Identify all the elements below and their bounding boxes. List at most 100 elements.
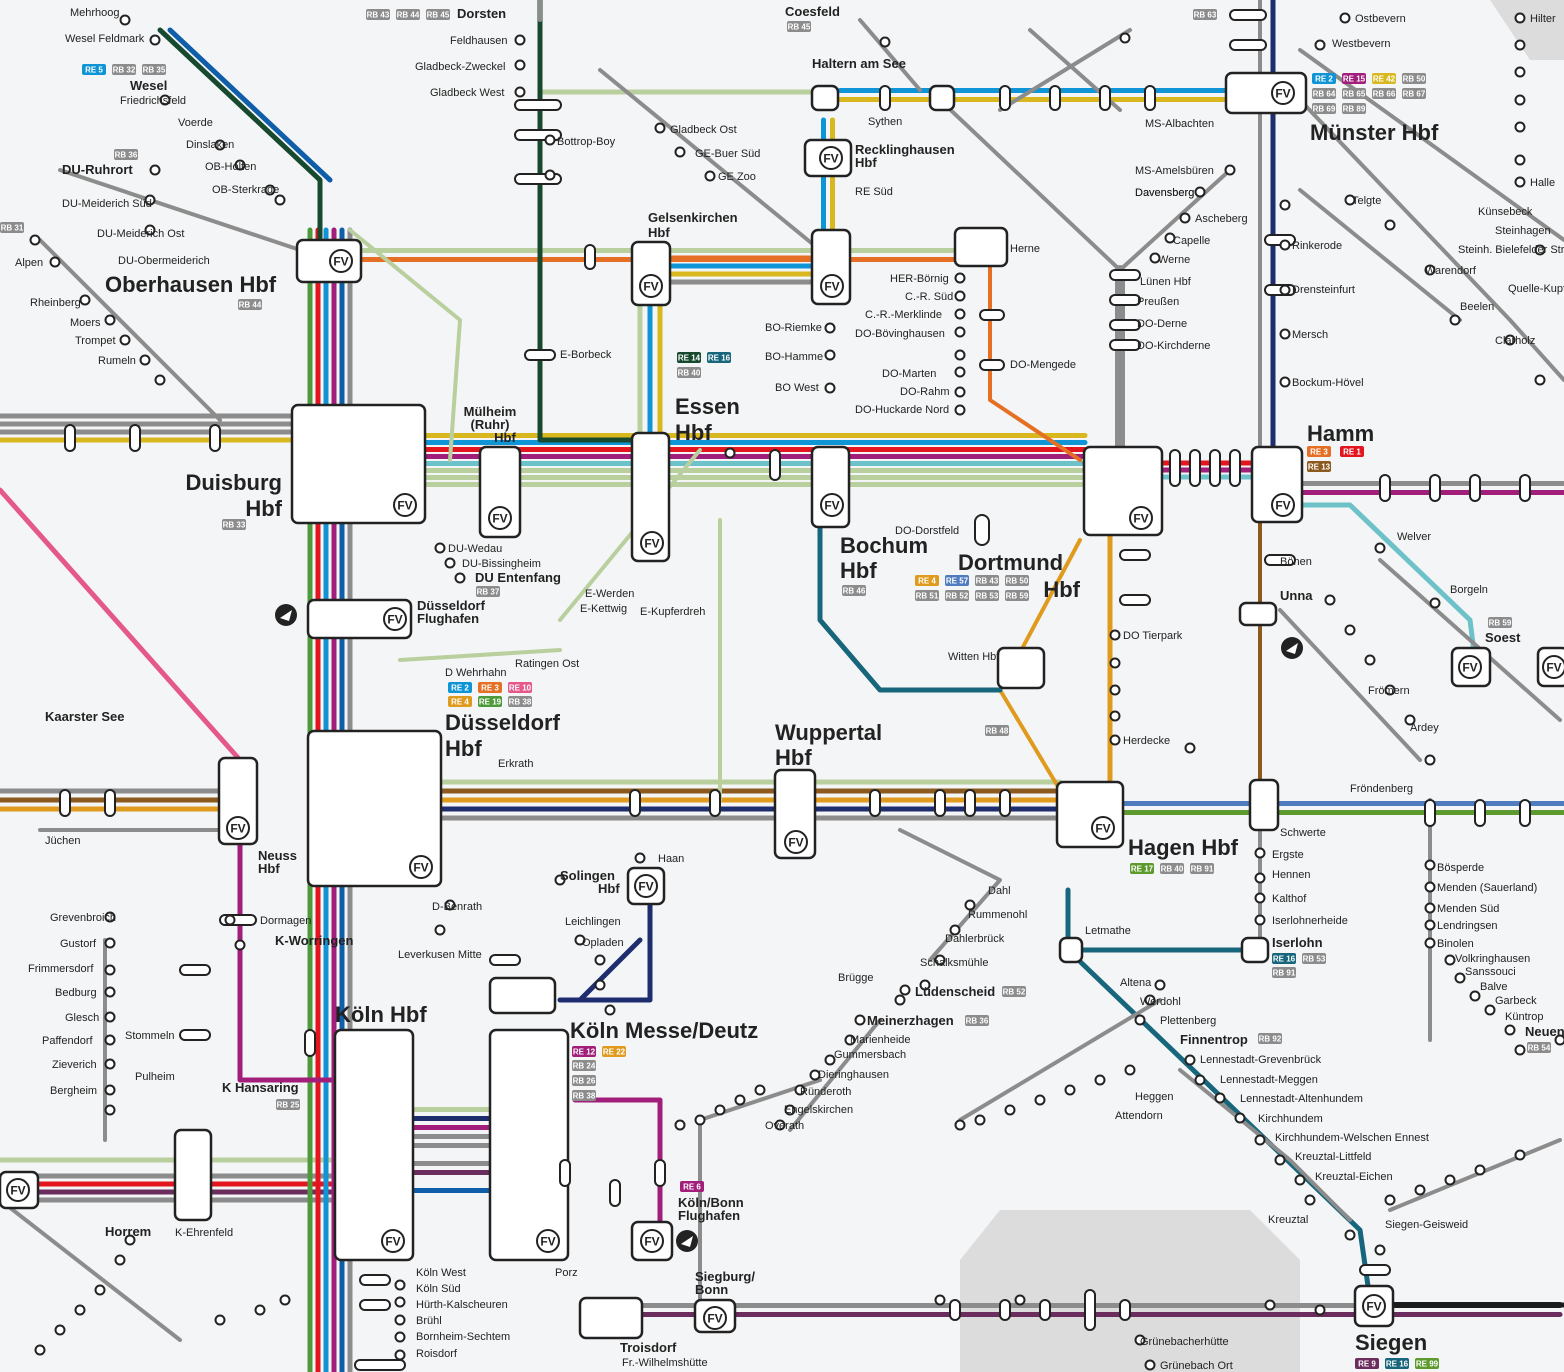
- station-label: Steinh. Bielefelder Str.: [1458, 244, 1564, 256]
- station-label: Feldhausen: [450, 35, 508, 47]
- fv-icon: [381, 1229, 405, 1253]
- station-dot: [934, 954, 946, 966]
- station-label: Ostbevern: [1355, 13, 1406, 25]
- station-label: Erkrath: [498, 758, 533, 770]
- line-badge: [222, 519, 246, 530]
- station-dot: [144, 224, 156, 236]
- station-dot: [1484, 1004, 1496, 1016]
- station-dot: [809, 1069, 821, 1081]
- station-label: Mersch: [1292, 329, 1328, 341]
- station-dot: [1164, 232, 1176, 244]
- line-badge-text: RE 99: [1416, 1360, 1439, 1369]
- station-dot: [934, 1294, 946, 1306]
- line-badge-text: RB 40: [1161, 865, 1184, 874]
- station-dot: [1424, 754, 1436, 766]
- station-pill: [359, 1299, 391, 1311]
- line-badge-text: RE 16: [1273, 955, 1296, 964]
- station-dot: [1194, 186, 1206, 198]
- station-dot: [1424, 937, 1436, 949]
- line-badge-text: RB 67: [1403, 90, 1426, 99]
- station-label: Gladbeck-Zweckel: [415, 61, 505, 73]
- station-label: Bedburg: [55, 987, 97, 999]
- station-dot: [1424, 881, 1436, 893]
- line-badge: [1402, 73, 1426, 84]
- station-pill: [1229, 449, 1241, 487]
- station-label: Neuenrade: [1525, 1024, 1564, 1039]
- hub-witten: [996, 646, 1046, 690]
- station-dot: [1374, 542, 1386, 554]
- station-label: Pulheim: [135, 1071, 175, 1083]
- line-badge: [1312, 103, 1336, 114]
- line-badge-text: RB 24: [573, 1062, 596, 1071]
- line-re3-herne: [988, 258, 1082, 462]
- station-dot: [794, 1084, 806, 1096]
- station-dot: [1514, 66, 1526, 78]
- station-dot: [1224, 164, 1236, 176]
- station-pill: [1109, 319, 1141, 331]
- station-label: Witten Hbf: [948, 651, 1000, 663]
- station-dot: [1514, 94, 1526, 106]
- station-label: Köln Süd: [416, 1283, 461, 1295]
- station-dot: [1424, 859, 1436, 871]
- station-dot: [1279, 199, 1291, 211]
- station-label: Siegen-Geisweid: [1385, 1219, 1468, 1231]
- station-dot: [1109, 710, 1121, 722]
- station-label: DO-Bövinghausen: [855, 328, 945, 340]
- station-dot: [1279, 376, 1291, 388]
- fv-icon: [409, 855, 433, 879]
- station-dot: [74, 1304, 86, 1316]
- line-badge: [572, 1090, 596, 1101]
- fv-label: FV: [1366, 1300, 1381, 1314]
- hub-label-recklinghausen-2: Hbf: [855, 155, 877, 170]
- station-dot: [1144, 1359, 1156, 1371]
- line-badge-text: RB 38: [509, 698, 532, 707]
- line-badge-text: RE 42: [1373, 75, 1396, 84]
- station-dot: [1444, 1174, 1456, 1186]
- station-label: E-Kettwig: [580, 603, 627, 615]
- line-badge-text: RE 13: [1308, 463, 1331, 472]
- station-dot: [784, 1104, 796, 1116]
- station-dot: [1314, 39, 1326, 51]
- line-badge: [1272, 953, 1296, 964]
- station-pill: [64, 424, 76, 452]
- line-badge-text: RB 32: [113, 66, 136, 75]
- line-badge-text: RE 12: [573, 1048, 596, 1057]
- station-pill: [964, 789, 976, 817]
- station-label: Küntrop: [1505, 1011, 1544, 1023]
- station-dot: [1344, 624, 1356, 636]
- station-pill: [1264, 554, 1296, 566]
- station-dot: [544, 169, 556, 181]
- station-dot: [954, 290, 966, 302]
- hub-label-siegen: Siegen: [1355, 1330, 1427, 1355]
- fv-label: FV: [413, 861, 428, 875]
- fv-icon: [820, 274, 844, 298]
- hub-label-wuppertal-2: Hbf: [775, 745, 812, 770]
- station-dot: [1279, 328, 1291, 340]
- station-dot: [1279, 284, 1291, 296]
- station-label: Bergheim: [50, 1085, 97, 1097]
- station-label: Hilter: [1530, 13, 1556, 25]
- station-dot: [594, 979, 606, 991]
- line-badge: [1385, 1358, 1409, 1369]
- station-dot: [954, 386, 966, 398]
- station-label: Paffendorf: [42, 1035, 94, 1047]
- station-label: Steinhagen: [1495, 225, 1551, 237]
- line-s9-wuppertal: [558, 448, 702, 622]
- station-label: Sanssouci: [1465, 966, 1516, 978]
- line-badge-text: RB 48: [986, 727, 1009, 736]
- station-dot: [694, 1114, 706, 1126]
- hub-label-hamm: Hamm: [1307, 421, 1374, 446]
- station-dot: [1514, 176, 1526, 188]
- station-label: Gummersbach: [834, 1049, 906, 1061]
- station-label: DU Entenfang: [475, 570, 561, 585]
- station-label: DO-Mengede: [1010, 359, 1076, 371]
- line-badge: [945, 575, 969, 586]
- station-dot: [1144, 994, 1156, 1006]
- line-badge: [1258, 1033, 1282, 1044]
- fv-icon: [329, 249, 353, 273]
- station-dot: [1109, 657, 1121, 669]
- hub-label-neuss: Neuss: [258, 848, 297, 863]
- station-dot: [954, 308, 966, 320]
- line-badge: [1527, 1042, 1551, 1053]
- fv-label: FV: [1462, 661, 1477, 675]
